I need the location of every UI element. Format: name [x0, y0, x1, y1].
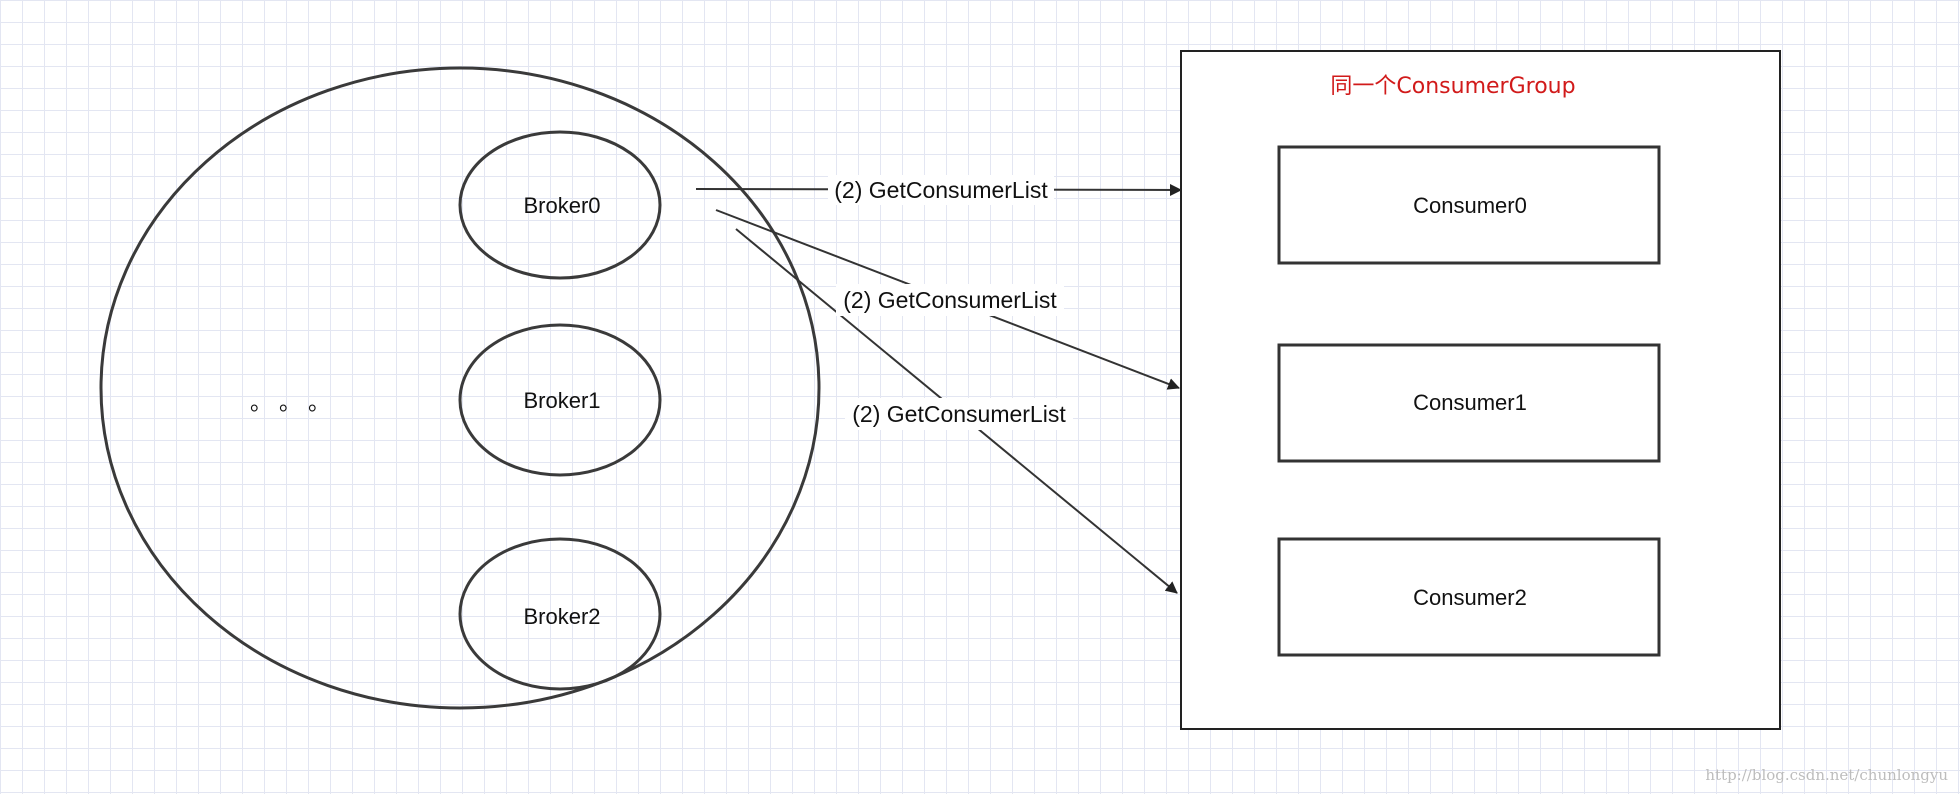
consumer0-label: Consumer0: [1413, 193, 1527, 218]
broker0-node[interactable]: [458, 130, 662, 280]
edge-label-1: (2) GetConsumerList: [843, 287, 1057, 313]
consumer0-box[interactable]: [1277, 145, 1661, 265]
consumer2-box[interactable]: [1277, 537, 1661, 657]
edge-label-0: (2) GetConsumerList: [834, 177, 1048, 203]
broker1-label: Broker1: [523, 388, 600, 413]
broker2-label: Broker2: [523, 604, 600, 629]
broker-cluster-ellipse: [99, 66, 821, 710]
edge-label-0-bg: [828, 175, 1054, 205]
edge-label-2-bg: [845, 398, 1073, 430]
edge-label-2: (2) GetConsumerList: [852, 401, 1066, 427]
consumer1-label: Consumer1: [1413, 390, 1527, 415]
broker1-node[interactable]: [458, 323, 662, 477]
broker0-label: Broker0: [523, 193, 600, 218]
consumer1-box[interactable]: [1277, 343, 1661, 463]
broker2-node[interactable]: [458, 537, 662, 691]
consumer-group-title: 同一个ConsumerGroup: [1330, 74, 1575, 99]
edge-label-1-bg: [836, 284, 1064, 316]
watermark: http://blog.csdn.net/chunlongyu: [1705, 766, 1948, 784]
consumer2-label: Consumer2: [1413, 585, 1527, 610]
ellipsis-dots: 。 。 。: [250, 391, 330, 416]
